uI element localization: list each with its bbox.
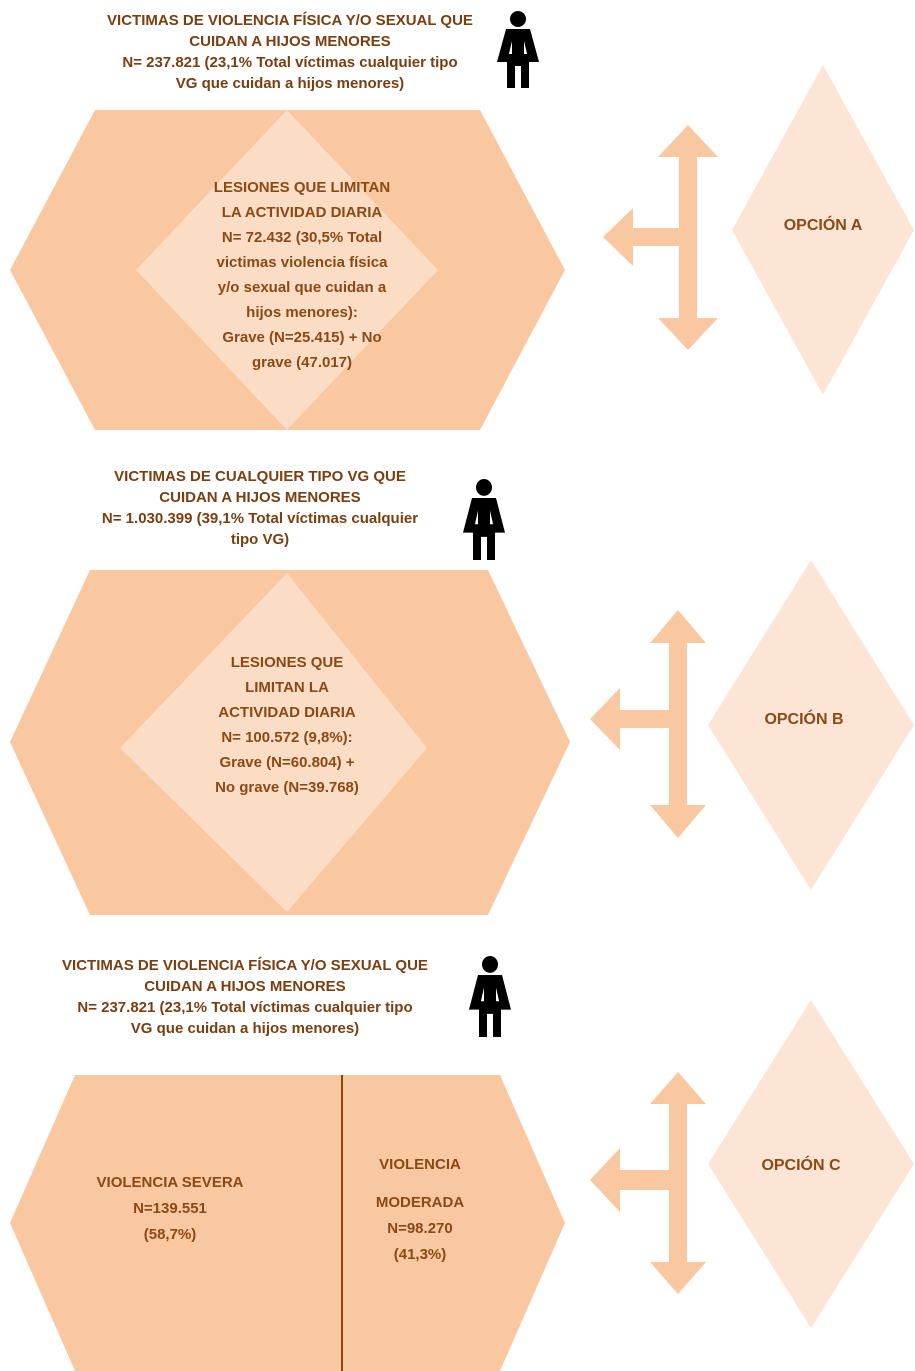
section-b-hexagon	[10, 570, 570, 915]
inner-line: LA ACTIVIDAD DIARIA	[221, 204, 383, 221]
inner-diamond-shape	[136, 110, 438, 430]
severe-line: (58,7%)	[143, 1226, 197, 1243]
inner-line: LIMITAN LA	[245, 679, 329, 696]
section-c-left-text: VIOLENCIA SEVERA N=139.551 (58,7%)	[60, 1170, 280, 1248]
title-line: N= 1.030.399 (39,1% Total víctimas cualq…	[101, 510, 419, 527]
moderate-line: (41,3%)	[393, 1246, 447, 1263]
woman-icon	[469, 956, 511, 1037]
section-a-hexagon	[10, 110, 565, 430]
section-b-arrow	[590, 610, 706, 838]
title-line: VG que cuidan a hijos menores)	[130, 1020, 360, 1037]
title-line: VICTIMAS DE CUALQUIER TIPO VG QUE	[114, 468, 406, 485]
title-line: CUIDAN A HIJOS MENORES	[144, 978, 346, 995]
inner-line: No grave (N=39.768)	[215, 779, 359, 796]
option-a-diamond	[732, 65, 914, 395]
triple-arrow-shape	[590, 610, 706, 838]
title-line: VG que cuidan a hijos menores)	[175, 75, 405, 92]
inner-diamond-shape	[120, 573, 427, 912]
option-c-label: OPCIÓN C	[761, 1157, 841, 1174]
inner-line: ACTIVIDAD DIARIA	[218, 704, 356, 721]
hexagon-shape	[10, 1075, 565, 1371]
severe-line: VIOLENCIA SEVERA	[96, 1174, 244, 1191]
option-b-label: OPCIÓN B	[764, 711, 844, 728]
inner-line: Grave (N=60.804) +	[219, 754, 355, 771]
title-line: CUIDAN A HIJOS MENORES	[159, 489, 361, 506]
section-c-hexagon	[10, 1075, 565, 1371]
title-line: N= 237.821 (23,1% Total víctimas cualqui…	[122, 54, 458, 71]
triple-arrow-shape	[603, 125, 718, 350]
option-a-label: OPCIÓN A	[783, 217, 863, 234]
title-line: CUIDAN A HIJOS MENORES	[189, 33, 391, 50]
moderate-line: MODERADA	[375, 1194, 465, 1211]
inner-line: N= 100.572 (9,8%):	[221, 729, 353, 746]
option-b-diamond	[708, 560, 914, 890]
section-b-title: VICTIMAS DE CUALQUIER TIPO VG QUE CUIDAN…	[30, 466, 490, 550]
inner-line: N= 72.432 (30,5% Total	[221, 229, 383, 246]
section-a-title: VICTIMAS DE VIOLENCIA FÍSICA Y/O SEXUAL …	[40, 10, 540, 94]
inner-line: Grave (N=25.415) + No	[222, 329, 382, 346]
option-c-diamond	[708, 1000, 914, 1328]
title-line: N= 237.821 (23,1% Total víctimas cualqui…	[77, 999, 413, 1016]
section-b-inner-text: LESIONES QUE LIMITAN LA ACTIVIDAD DIARIA…	[152, 650, 422, 800]
inner-line: LESIONES QUE	[230, 654, 344, 671]
section-a-inner-text: LESIONES QUE LIMITAN LA ACTIVIDAD DIARIA…	[152, 175, 452, 375]
title-line: VICTIMAS DE VIOLENCIA FÍSICA Y/O SEXUAL …	[107, 12, 473, 29]
inner-line: grave (47.017)	[251, 354, 353, 371]
moderate-line: N=98.270	[387, 1220, 453, 1237]
inner-line: hijos menores):	[246, 304, 358, 321]
inner-line: y/o sexual que cuidan a	[217, 279, 387, 296]
section-c-title: VICTIMAS DE VIOLENCIA FÍSICA Y/O SEXUAL …	[10, 955, 480, 1039]
title-line: tipo VG)	[230, 531, 290, 548]
section-c-right-text: VIOLENCIA MODERADA N=98.270 (41,3%)	[355, 1152, 485, 1268]
woman-icon	[463, 479, 505, 560]
moderate-line: VIOLENCIA	[379, 1156, 461, 1173]
section-c-arrow	[590, 1072, 706, 1294]
triple-arrow-shape	[590, 1072, 706, 1294]
section-a-arrow	[603, 125, 718, 350]
inner-line: victimas violencia física	[216, 254, 388, 271]
severe-line: N=139.551	[133, 1200, 207, 1217]
woman-icon	[497, 11, 539, 88]
title-line: VICTIMAS DE VIOLENCIA FÍSICA Y/O SEXUAL …	[62, 957, 428, 974]
inner-line: LESIONES QUE LIMITAN	[213, 179, 391, 196]
